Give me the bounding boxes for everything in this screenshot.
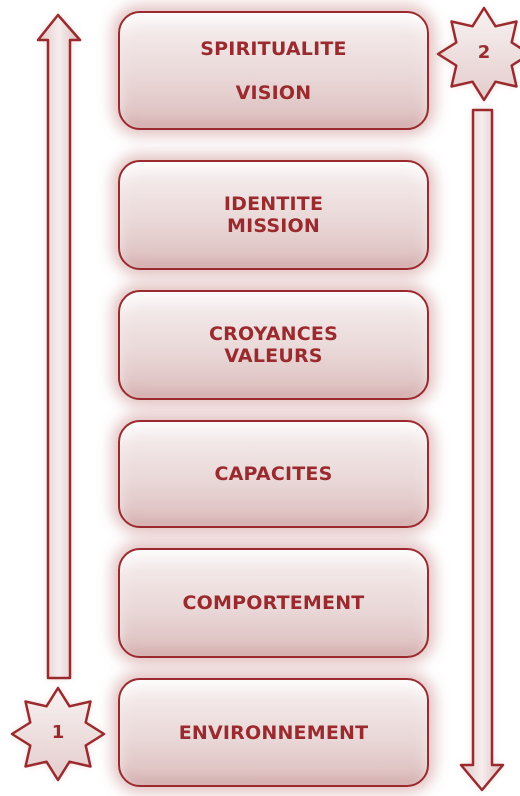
level-comportement: COMPORTEMENT [118,548,429,658]
upward-arrow [36,13,82,680]
star-marker-2-icon [436,6,520,102]
level-label-primary: SPIRITUALITE [200,37,347,60]
level-label-secondary: VALEURS [224,345,323,367]
star-marker-1-label: 1 [51,722,65,743]
level-croyances-valeurs: CROYANCES VALEURS [118,290,429,400]
level-environnement: ENVIRONNEMENT [118,678,429,787]
star-marker-2-label: 2 [477,42,491,63]
level-label-primary: CROYANCES [208,323,338,345]
level-label-secondary: VISION [235,81,312,104]
downward-arrow [459,108,505,792]
level-label-primary: IDENTITE [223,193,324,215]
level-label-secondary: MISSION [226,215,320,237]
level-spiritualite-vision: SPIRITUALITE VISION [118,11,429,130]
level-label-primary: ENVIRONNEMENT [178,721,369,744]
level-label-primary: CAPACITES [214,463,333,485]
star-marker-1-icon [10,686,106,782]
level-label-primary: COMPORTEMENT [182,592,365,614]
level-identite-mission: IDENTITE MISSION [118,160,429,270]
level-capacites: CAPACITES [118,420,429,528]
